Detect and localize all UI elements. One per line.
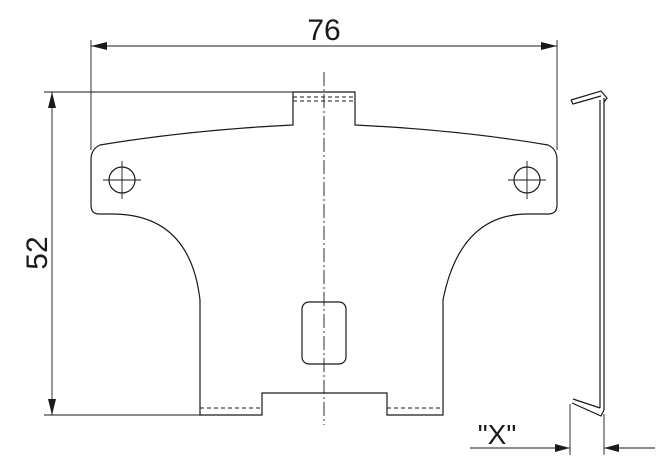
detail-x-arrow-left <box>555 444 570 452</box>
height-arrow-top <box>48 92 56 108</box>
side-view-bottom-hook-inner <box>572 398 601 409</box>
width-arrow-left <box>91 42 107 50</box>
side-view <box>570 90 608 417</box>
right-mounting-hole <box>508 161 546 199</box>
plate-outline <box>90 91 558 416</box>
side-view-top-hook-inner <box>570 95 602 105</box>
width-arrow-right <box>541 42 557 50</box>
width-dimension: 76 <box>90 14 558 150</box>
detail-x-label: "X" <box>478 419 517 450</box>
height-dimension: 52 <box>21 91 293 416</box>
width-dimension-label: 76 <box>307 14 340 47</box>
front-view <box>90 72 558 425</box>
height-arrow-bottom <box>48 399 56 415</box>
height-dimension-label: 52 <box>21 236 54 269</box>
left-mounting-hole <box>103 161 141 199</box>
detail-x-arrow-right <box>604 444 619 452</box>
detail-x-dimension: "X" <box>470 404 655 455</box>
side-view-bottom-hook <box>571 402 605 417</box>
side-view-top-hook <box>570 90 608 103</box>
